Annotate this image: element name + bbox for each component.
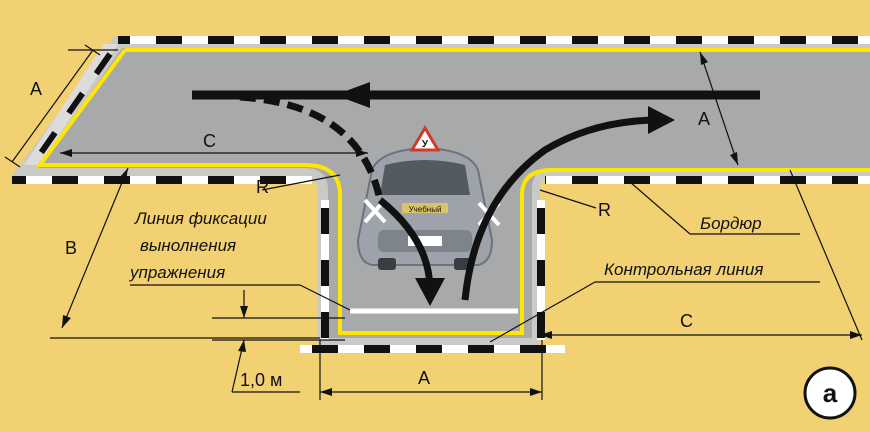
curb-right-bottom (545, 176, 870, 184)
dim-a-top-right-label: A (698, 109, 710, 129)
curb-pocket-right (537, 200, 545, 340)
curb-top (118, 36, 870, 44)
training-sign-icon (409, 125, 441, 152)
curb-label: Бордюр (700, 214, 762, 233)
training-sign-text: У (422, 139, 429, 150)
curb-diagonal-dash (33, 52, 113, 162)
figure-letter: a (823, 378, 838, 408)
dim-b-label: B (65, 238, 77, 258)
exit-path-arrow (461, 116, 661, 301)
curb-pocket-left (321, 200, 329, 340)
radius-right-label: R (598, 200, 611, 220)
fixation-label-line-1: Линия фиксации (134, 209, 267, 228)
training-car: Учебный У (356, 125, 494, 270)
distance-label: 1,0 м (240, 370, 282, 390)
curb-left-bottom (12, 176, 312, 184)
car-plate-text: Учебный (409, 205, 442, 214)
fixation-label-line-3: упражнения (129, 263, 225, 282)
figure-letter-badge (803, 366, 857, 420)
dim-c-top-label: C (203, 131, 216, 151)
radius-left-label: R (256, 177, 269, 197)
dim-a-top-left-label: A (30, 79, 42, 99)
right-arrowhead-icon (648, 106, 675, 134)
down-arrowhead-icon (415, 278, 445, 306)
curb-pocket-bottom (300, 345, 565, 353)
dim-c-bottom-label: C (680, 311, 693, 331)
reverse-path-arrow (239, 93, 384, 201)
fixation-label-line-2: вынолнения (140, 236, 236, 255)
straight-arrow (192, 82, 760, 108)
dim-a-bottom-label: A (418, 368, 430, 388)
control-line-label: Контрольная линия (604, 260, 763, 279)
curb-diagonal (24, 44, 118, 165)
road-edge-line (36, 48, 870, 335)
